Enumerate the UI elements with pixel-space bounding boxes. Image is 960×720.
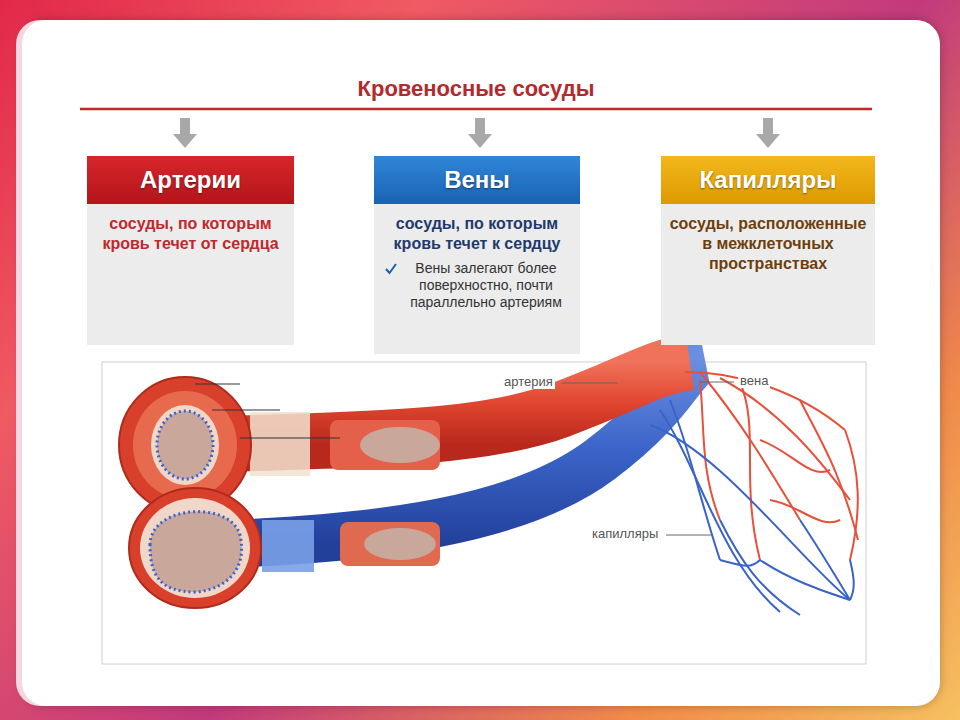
header-text: Вены (444, 166, 510, 194)
column-card: Вены сосуды, по которым кровь течет к сер… (374, 156, 580, 354)
note-text: Вены залегают более поверхностно, почти … (382, 260, 572, 311)
description-panel: сосуды, расположенные в межклеточных про… (661, 204, 875, 345)
header-band: Вены (374, 156, 580, 204)
header-text: Артерии (140, 166, 241, 194)
part-label: капилляры (590, 526, 660, 541)
header-text: Капилляры (699, 166, 836, 194)
description-panel: сосуды, по которым кровь течет к сердцуВ… (374, 204, 580, 354)
header-band: Артерии (87, 156, 294, 204)
description-panel: сосуды, по которым кровь течет от сердца (87, 204, 294, 345)
column-card: Артерии сосуды, по которым кровь течет от… (87, 156, 294, 345)
part-label: артерия (502, 374, 555, 389)
column-card: Капилляры сосуды, расположенные в межклет… (661, 156, 875, 345)
part-label: вена (738, 373, 770, 388)
title-rule (80, 108, 872, 111)
description-text: сосуды, по которым кровь течет к сердцу (382, 214, 572, 254)
description-text: сосуды, по которым кровь течет от сердца (95, 214, 286, 254)
check-mark (384, 262, 398, 276)
slide-title: Кровеносные сосуды (80, 76, 872, 102)
header-band: Капилляры (661, 156, 875, 204)
description-text: сосуды, расположенные в межклеточных про… (669, 214, 867, 274)
down-arrows (173, 118, 780, 148)
